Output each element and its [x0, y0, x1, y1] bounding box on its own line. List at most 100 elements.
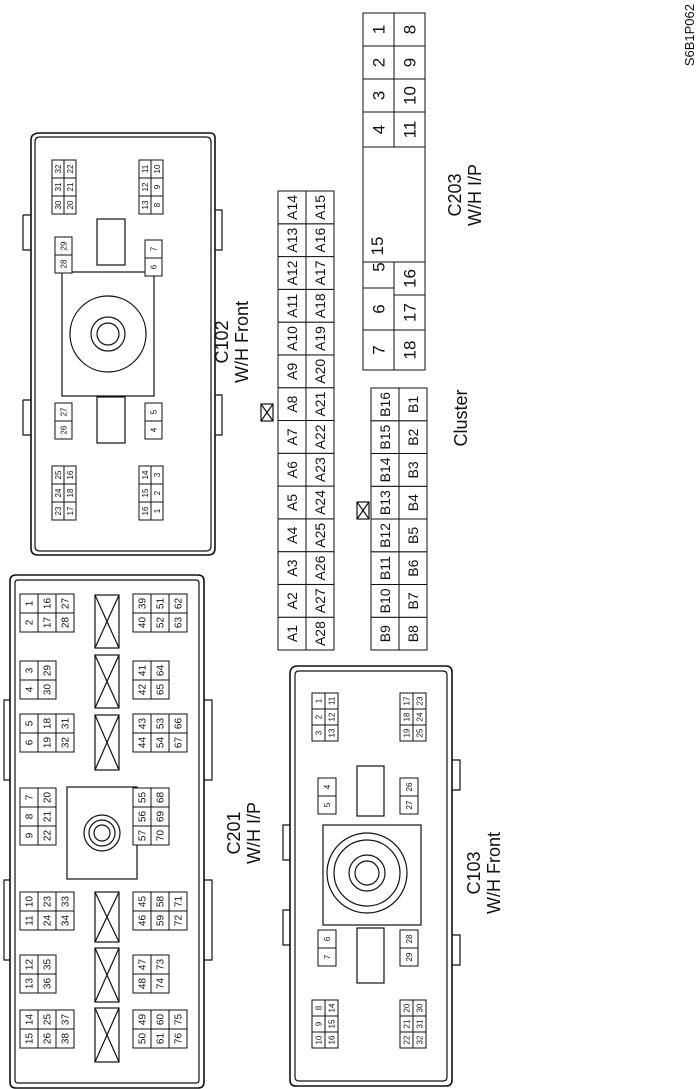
c201-pin-label: 60	[156, 1014, 167, 1026]
c201-pin-label: 41	[138, 665, 149, 677]
label-cluster: Cluster	[451, 389, 471, 446]
c103-cell	[317, 929, 337, 949]
c203-left-pin-label: 4	[369, 125, 388, 134]
c102-pin-label: 11	[141, 164, 150, 173]
c203-right-pin-label: 16	[400, 269, 419, 288]
c102-cell	[150, 159, 164, 179]
c201-key-box	[94, 891, 120, 943]
c102-pin-label: 2	[153, 490, 162, 495]
c201-pin-label: 7	[25, 794, 36, 800]
c201-pin-label: 35	[43, 959, 54, 971]
c201-pin-label: 27	[61, 598, 72, 610]
figure-code: S6B1P062	[682, 4, 697, 66]
c201-pin-label: 16	[43, 598, 54, 610]
c201-pin-label: 48	[138, 978, 149, 990]
c103-pin-label: 24	[415, 712, 424, 721]
c201-pin-label: 68	[156, 792, 167, 804]
c201-cell	[168, 713, 188, 734]
c103-pin-label: 3	[314, 730, 323, 735]
c201-pin-label: 74	[156, 978, 167, 990]
c203-left-pin-label: 3	[369, 91, 388, 100]
cluster-b-cell	[370, 387, 400, 422]
c201-pin-label: 61	[156, 1033, 167, 1045]
c203-left-pin-label: 7	[369, 345, 388, 354]
c103-cell	[324, 692, 339, 710]
c201-pin-label: 73	[156, 959, 167, 971]
cluster-b-pin-label: B16	[377, 392, 393, 417]
cluster-a-cell	[305, 420, 335, 454]
c103-pin-label: 18	[402, 712, 411, 721]
cluster-b-cell	[398, 518, 428, 553]
cluster-a-pin-label: A4	[284, 526, 300, 543]
cluster-a-cell	[305, 256, 335, 290]
c201-pin-label: 21	[43, 811, 54, 823]
c201-pin-label: 52	[156, 617, 167, 629]
cluster-a-pin-label: A9	[284, 363, 300, 380]
c201-key-box	[94, 654, 120, 709]
connector-c103: 3211312111918172524235427267629281098161…	[282, 665, 461, 1087]
c103-cell	[412, 999, 427, 1017]
c203-right-cell	[393, 261, 426, 296]
c102-pin-label: 3	[153, 472, 162, 477]
c201-pin-label: 71	[174, 896, 185, 908]
cluster-b-cell	[398, 551, 428, 585]
c103-pin-label: 6	[323, 936, 332, 941]
c201-pin-label: 37	[61, 1014, 72, 1026]
cluster-a-pin-label: A28	[312, 621, 328, 646]
c201-pin-label: 38	[61, 1033, 72, 1045]
cluster-a-cell	[305, 518, 335, 553]
label-c102-name: C102	[212, 320, 232, 363]
c102-cell	[63, 159, 77, 179]
label-c203-name: C203	[445, 173, 465, 216]
c103-pin-label: 7	[323, 954, 332, 959]
c203-left-cell	[362, 287, 395, 331]
c203-right-cell	[393, 78, 426, 113]
c201-pin-label: 33	[61, 896, 72, 908]
connector-c203: 123456789101112131416171815	[362, 12, 426, 371]
cluster-b-pin-label: B7	[405, 592, 421, 609]
c102-cell	[63, 465, 77, 485]
c102-pin-label: 28	[59, 259, 68, 268]
c201-pin-label: 15	[25, 1033, 36, 1045]
c102-pin-label: 22	[66, 164, 75, 173]
connector-c102: 3031322021221312118910282967262745232425…	[22, 132, 223, 556]
cluster-a-cell	[277, 583, 307, 618]
c203-right-pin-label: 18	[400, 341, 419, 360]
label-c201-desc: W/H I/P	[244, 802, 264, 864]
c102-pin-label: 30	[54, 200, 63, 209]
label-c103-name: C103	[464, 851, 484, 894]
c201-pin-label: 47	[138, 959, 149, 971]
c201-pin-label: 65	[156, 684, 167, 696]
c103-pin-label: 27	[405, 800, 414, 809]
c201-pin-label: 44	[138, 737, 149, 749]
c201-pin-label: 10	[25, 896, 36, 908]
c201-pin-label: 50	[138, 1033, 149, 1045]
label-c203: C203 W/H I/P	[445, 164, 485, 226]
cluster-a-cell	[305, 223, 335, 258]
c103-pin-label: 4	[323, 784, 332, 789]
c103-pin-label: 10	[314, 1035, 323, 1044]
c201-key-box	[94, 947, 120, 1003]
c102-pin-label: 4	[149, 427, 158, 432]
label-c103: C103 W/H Front	[464, 832, 504, 914]
c103-pin-label: 23	[415, 696, 424, 705]
c102-pin-label: 7	[149, 246, 158, 251]
c203-left-cell	[362, 111, 395, 148]
c201-pin-label: 63	[174, 617, 185, 629]
c201-cell	[150, 660, 170, 681]
c201-pin-label: 55	[138, 792, 149, 804]
cluster-a-pin-label: A8	[284, 395, 300, 412]
label-c201: C201 W/H I/P	[224, 802, 264, 864]
